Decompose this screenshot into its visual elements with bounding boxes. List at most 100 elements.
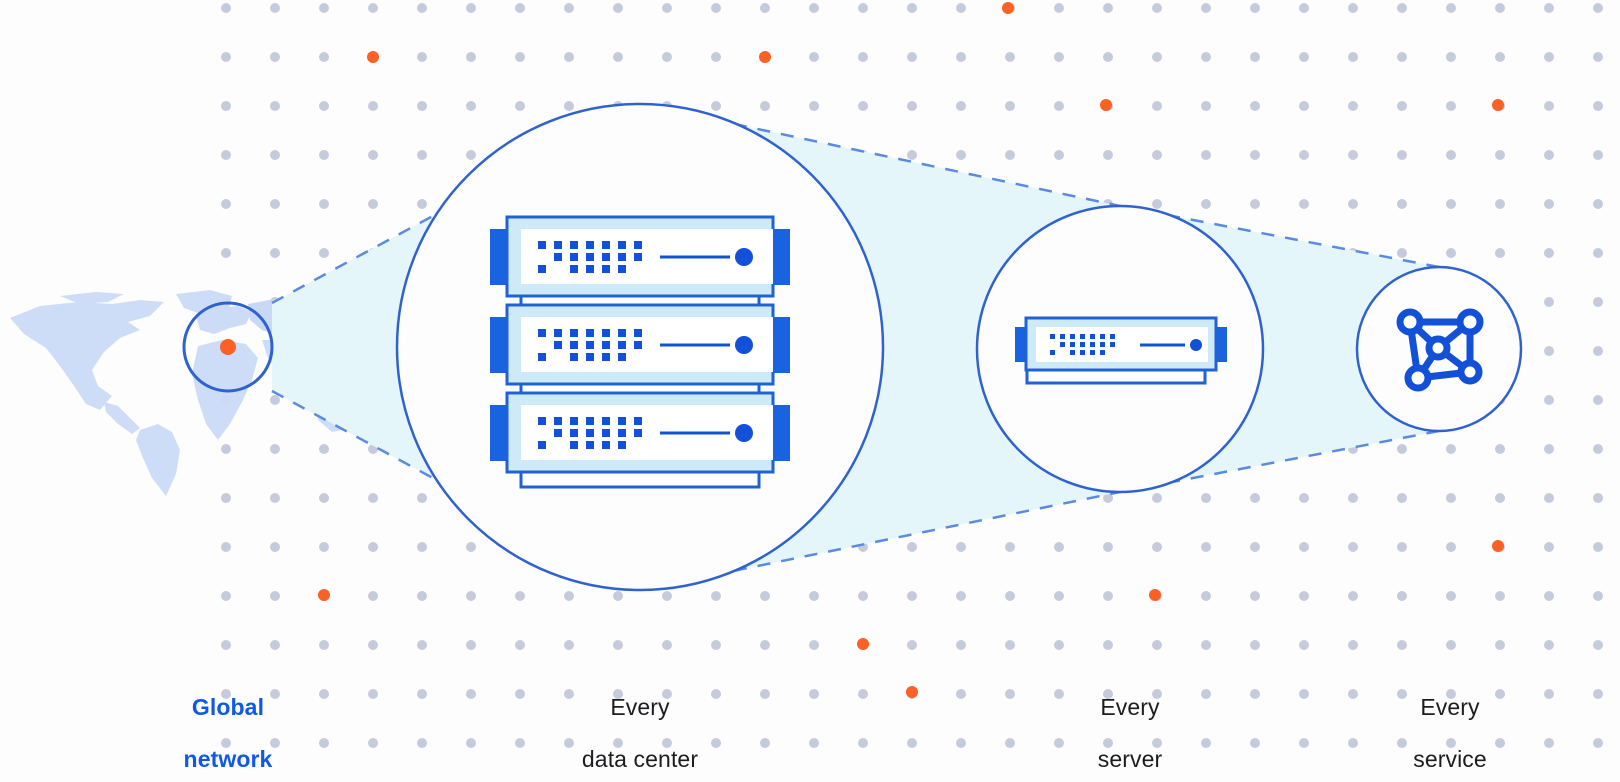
grid-dot: [1495, 591, 1505, 601]
grid-dot: [613, 689, 623, 699]
grid-dot: [1103, 689, 1113, 699]
rack-base: [519, 470, 761, 489]
grid-dot: [1299, 199, 1309, 209]
grid-dot: [1005, 689, 1015, 699]
grid-dot: [1103, 591, 1113, 601]
grid-dot: [368, 493, 378, 503]
grid-dot: [319, 689, 329, 699]
rack-port-array: [538, 329, 642, 361]
grid-dot: [1593, 150, 1603, 160]
grid-dot: [1397, 444, 1407, 454]
grid-dot: [1348, 3, 1358, 13]
grid-dot: [515, 52, 525, 62]
grid-dot: [564, 689, 574, 699]
grid-dot: [1397, 150, 1407, 160]
grid-dot: [858, 101, 868, 111]
grid-dot: [956, 150, 966, 160]
grid-dot: [270, 689, 280, 699]
grid-dot: [1250, 542, 1260, 552]
grid-dot: [1152, 199, 1162, 209]
grid-dot: [711, 738, 721, 748]
grid-dot: [564, 52, 574, 62]
grid-dot: [809, 689, 819, 699]
grid-dot: [907, 3, 917, 13]
grid-dot: [1103, 493, 1113, 503]
grid-dot: [760, 101, 770, 111]
grid-dot: [809, 101, 819, 111]
grid-dot: [1250, 3, 1260, 13]
grid-dot: [858, 52, 868, 62]
grid-dot: [1446, 248, 1456, 258]
data-center-rack-icon: [490, 215, 790, 489]
mesh-node-top-right: [1456, 308, 1484, 336]
grid-dot: [1103, 738, 1113, 748]
rack-port-array: [538, 241, 642, 273]
grid-dot: [1054, 689, 1064, 699]
grid-dot: [466, 689, 476, 699]
grid-dot: [1397, 738, 1407, 748]
grid-dot: [907, 542, 917, 552]
grid-dot: [515, 3, 525, 13]
grid-dot: [956, 738, 966, 748]
grid-dot: [1152, 101, 1162, 111]
grid-dot: [1005, 640, 1015, 650]
rack-unit-face: [521, 317, 773, 372]
rack-tab-left: [490, 229, 508, 285]
grid-dot: [1250, 738, 1260, 748]
grid-dot: [466, 150, 476, 160]
grid-dot: [417, 738, 427, 748]
grid-dot: [270, 640, 280, 650]
grid-dot: [760, 3, 770, 13]
grid-dot: [466, 52, 476, 62]
grid-dot: [319, 248, 329, 258]
grid-dot: [907, 150, 917, 160]
grid-dot: [1250, 52, 1260, 62]
grid-dot: [466, 640, 476, 650]
grid-dot: [1201, 640, 1211, 650]
server-tab-left: [1015, 327, 1027, 362]
grid-dot: [270, 738, 280, 748]
grid-dot: [1103, 640, 1113, 650]
grid-dot: [270, 444, 280, 454]
grid-dot: [1446, 493, 1456, 503]
grid-dot: [1544, 493, 1554, 503]
grid-dot: [1544, 640, 1554, 650]
grid-dot: [515, 689, 525, 699]
grid-dot: [1054, 101, 1064, 111]
grid-dot: [1250, 101, 1260, 111]
grid-dot: [221, 199, 231, 209]
grid-dot: [417, 101, 427, 111]
rack-tab-right: [772, 317, 790, 373]
grid-dot: [1446, 738, 1456, 748]
grid-dot: [613, 52, 623, 62]
grid-dot: [1397, 689, 1407, 699]
mesh-node-top-left: [1396, 308, 1424, 336]
grid-dot: [270, 493, 280, 503]
grid-dot: [270, 199, 280, 209]
grid-dot: [662, 738, 672, 748]
grid-dot: [1054, 591, 1064, 601]
grid-dot: [907, 52, 917, 62]
grid-dot: [1544, 689, 1554, 699]
grid-dot: [1495, 3, 1505, 13]
grid-dot: [1054, 542, 1064, 552]
grid-dot-accent: [318, 589, 330, 601]
grid-dot: [466, 542, 476, 552]
grid-dot: [270, 101, 280, 111]
grid-dot: [760, 591, 770, 601]
grid-dot-accent: [367, 51, 379, 63]
grid-dot: [613, 591, 623, 601]
grid-dot: [319, 199, 329, 209]
grid-dot: [907, 640, 917, 650]
grid-dot-accent: [759, 51, 771, 63]
grid-dot: [417, 3, 427, 13]
grid-dot: [466, 591, 476, 601]
grid-dot: [1005, 542, 1015, 552]
grid-dot: [1397, 640, 1407, 650]
grid-dot: [1593, 493, 1603, 503]
grid-dot: [1544, 52, 1554, 62]
grid-dot: [760, 689, 770, 699]
rack-status-led: [735, 424, 753, 442]
